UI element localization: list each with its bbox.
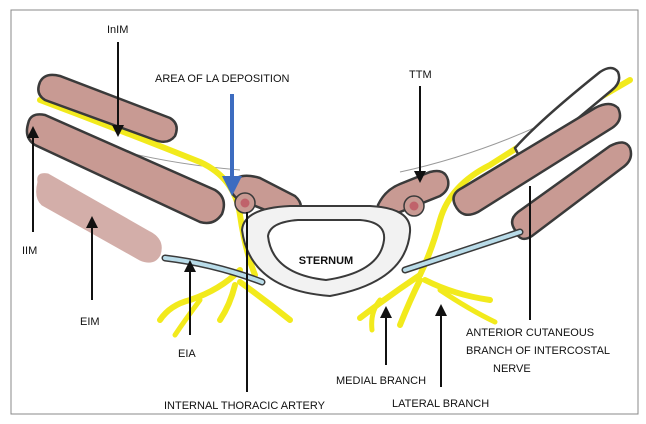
left-internal-thoracic-artery [235,193,255,213]
left-muscles [27,75,224,262]
lateral-branch-label: LATERAL BRANCH [392,398,489,410]
anterior-cutaneous-label-line1: ANTERIOR CUTANEOUS [466,327,594,339]
sternum-label: STERNUM [299,255,353,267]
right-internal-thoracic-artery [404,196,424,216]
ttm-label: TTM [409,69,432,81]
anterior-cutaneous-label-line3: NERVE [493,363,531,375]
right-muscles [454,68,631,239]
eim-label: EIM [80,316,100,328]
medial-branch-label: MEDIAL BRANCH [336,375,426,387]
right-vessel [405,232,520,270]
eia-label: EIA [178,348,196,360]
inim-label: InIM [107,24,128,36]
anterior-cutaneous-label-line2: BRANCH OF INTERCOSTAL [466,345,610,357]
internal-thoracic-artery-label: INTERNAL THORACIC ARTERY [164,400,326,412]
sternum [242,206,410,296]
area-la-deposition-label: AREA OF LA DEPOSITION [155,73,290,85]
iim-label: IIM [22,245,37,257]
